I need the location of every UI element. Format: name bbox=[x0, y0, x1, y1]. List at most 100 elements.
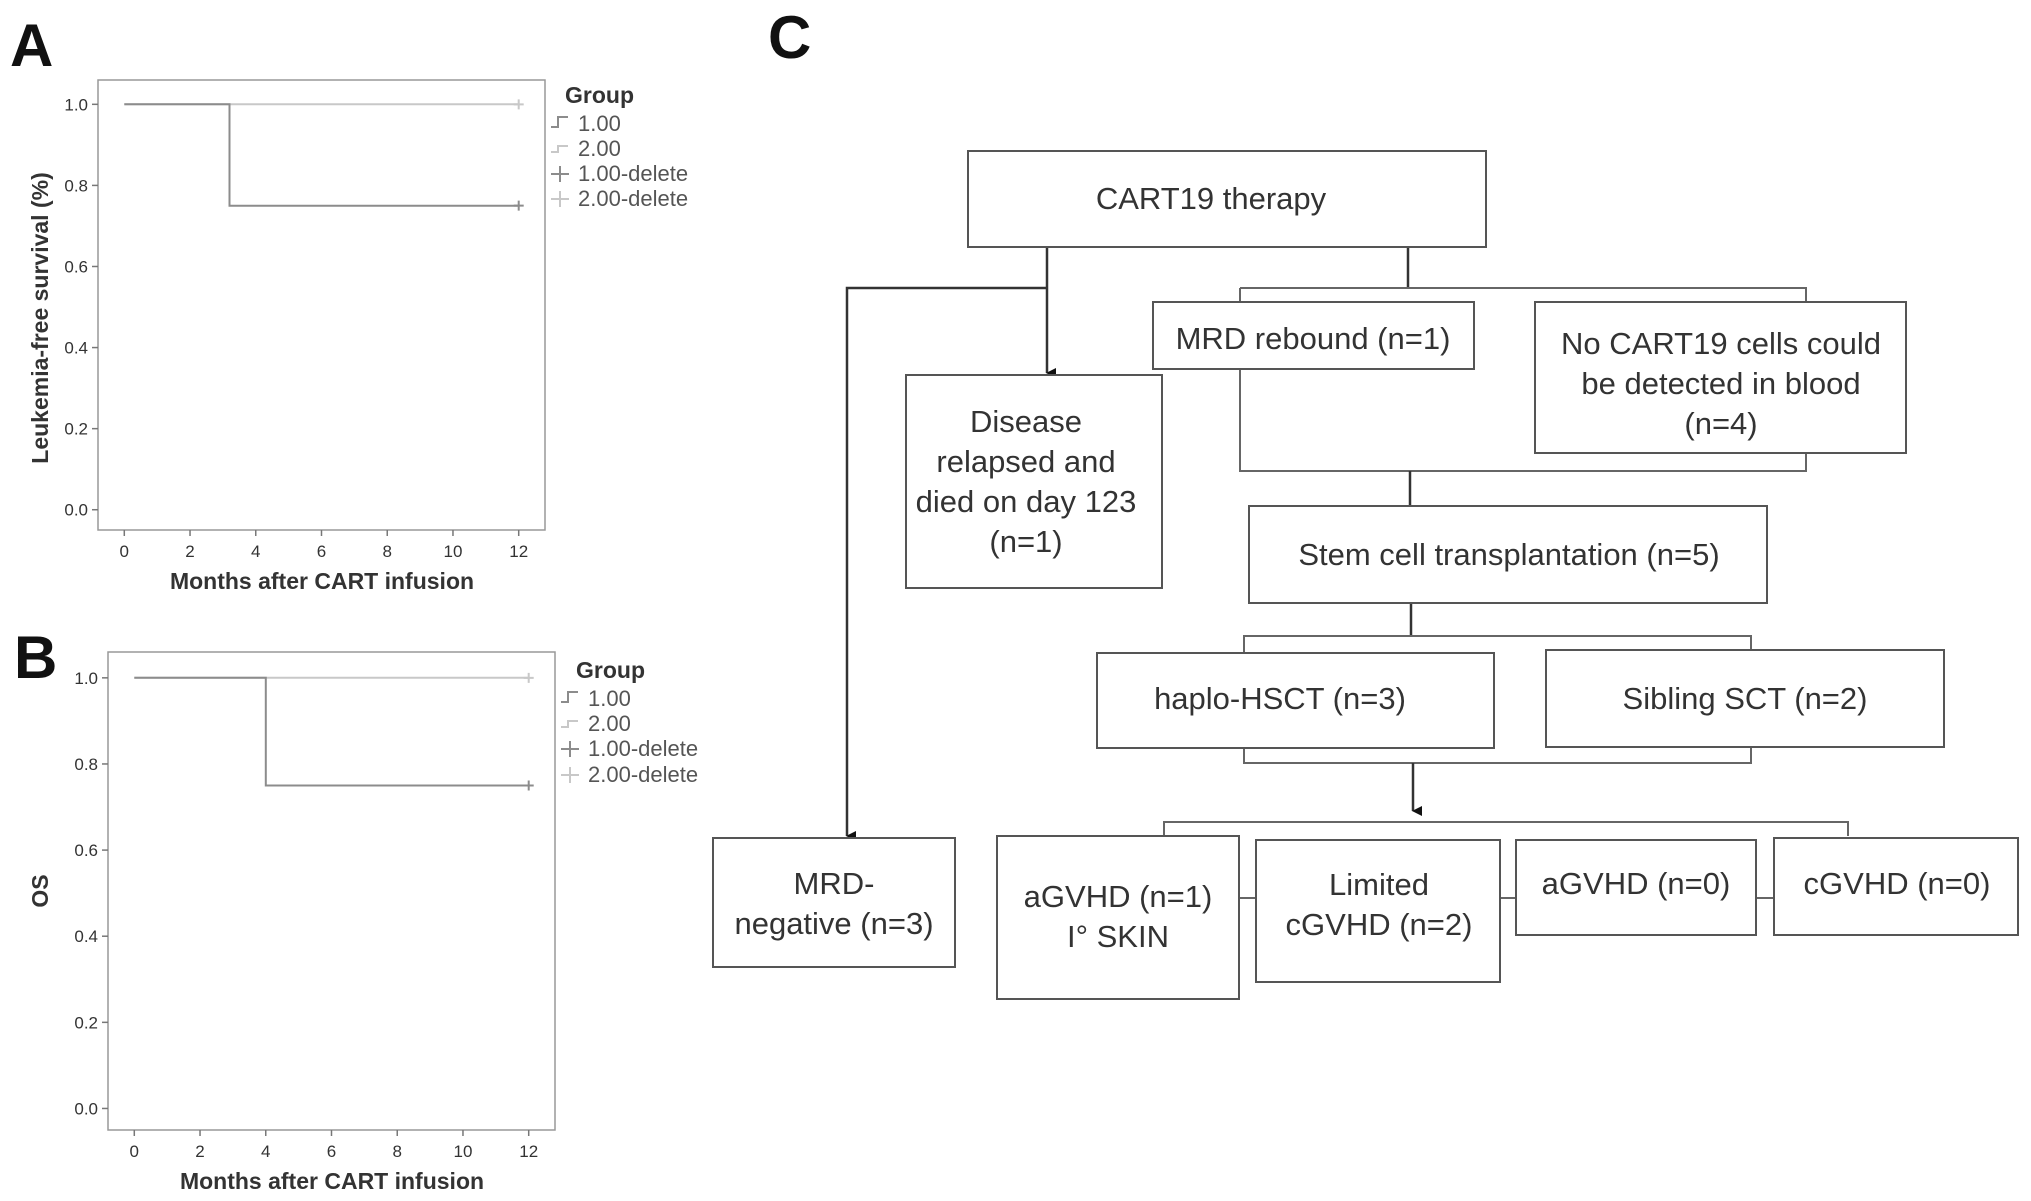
legend-key-step-dark bbox=[551, 116, 568, 128]
arrow-to-mrd-negative bbox=[845, 286, 1047, 841]
legend-key-step-light bbox=[551, 145, 568, 153]
connectors bbox=[845, 247, 1849, 899]
x-tick-label: 6 bbox=[317, 542, 326, 561]
node-mrd-negative: MRD-negative (n=3) bbox=[712, 837, 956, 968]
censor-mark bbox=[513, 200, 524, 211]
node-text-line: (n=4) bbox=[1684, 406, 1757, 441]
plot-frame bbox=[97, 79, 546, 531]
node-text-line: cGVHD (n=0) bbox=[1804, 866, 1991, 901]
x-tick-label: 10 bbox=[444, 542, 463, 561]
panel-label-b: B bbox=[14, 624, 57, 691]
legend-label: 2.00-delete bbox=[578, 186, 688, 211]
node-text-line: Stem cell transplantation (n=5) bbox=[1298, 537, 1719, 572]
plot-frame bbox=[107, 651, 556, 1131]
legend-item: 2.00-delete bbox=[561, 762, 698, 787]
legend: Group 1.00 2.00 1.00-delete 2.00-delete bbox=[561, 657, 698, 787]
node-text-line: I° SKIN bbox=[1067, 919, 1169, 954]
y-tick-label: 0.4 bbox=[64, 339, 88, 358]
node-stem-cell-transplantation: Stem cell transplantation (n=5) bbox=[1248, 505, 1768, 604]
x-axis-label: Months after CART infusion bbox=[180, 1168, 484, 1194]
legend-label: 2.00-delete bbox=[588, 762, 698, 787]
legend-key-censor-light bbox=[561, 767, 579, 783]
y-ticks: 0.0 0.2 0.4 0.6 0.8 1.0 bbox=[64, 95, 98, 520]
y-axis-label: OS bbox=[27, 874, 53, 907]
x-tick-label: 12 bbox=[509, 542, 528, 561]
x-ticks: 0 2 4 6 8 10 12 bbox=[130, 1130, 538, 1161]
legend-title: Group bbox=[576, 657, 645, 683]
x-tick-label: 6 bbox=[327, 1142, 336, 1161]
y-tick-label: 0.2 bbox=[74, 1013, 98, 1032]
y-tick-label: 1.0 bbox=[64, 95, 88, 114]
survival-chart-b: 0.0 0.2 0.4 0.6 0.8 1.0 0 2 4 6 8 10 12 Months afte… bbox=[27, 651, 698, 1194]
legend-item: 2.00 bbox=[551, 136, 621, 161]
legend-label: 1.00 bbox=[578, 111, 621, 136]
x-tick-label: 0 bbox=[130, 1142, 139, 1161]
group-bracket-sct-bottom bbox=[1243, 747, 1752, 764]
node-limited-cgvhd: Limited cGVHD (n=2) bbox=[1255, 839, 1501, 983]
node-text-line: be detected in blood bbox=[1581, 366, 1860, 401]
group-bracket-top bbox=[1240, 287, 1807, 302]
node-agvhd-0: aGVHD (n=0) bbox=[1515, 839, 1757, 936]
y-tick-label: 0.2 bbox=[64, 420, 88, 439]
legend-item: 1.00 bbox=[551, 111, 621, 136]
legend-title: Group bbox=[565, 82, 634, 108]
x-tick-label: 0 bbox=[120, 542, 129, 561]
legend-label: 1.00 bbox=[588, 686, 631, 711]
y-tick-label: 0.6 bbox=[74, 841, 98, 860]
x-tick-label: 2 bbox=[185, 542, 194, 561]
x-axis-label: Months after CART infusion bbox=[170, 568, 474, 594]
group-bracket-gvhd bbox=[1163, 821, 1849, 836]
node-text-line: (n=1) bbox=[989, 524, 1062, 559]
survival-curve bbox=[124, 103, 519, 207]
y-tick-label: 0.0 bbox=[64, 501, 88, 520]
legend-item: 2.00-delete bbox=[551, 186, 688, 211]
node-text-line: aGVHD (n=0) bbox=[1542, 866, 1731, 901]
series-group bbox=[134, 672, 534, 791]
x-tick-label: 12 bbox=[519, 1142, 538, 1161]
legend-key-censor-light bbox=[551, 191, 569, 207]
y-tick-label: 0.8 bbox=[64, 176, 88, 195]
node-text-line: Disease bbox=[970, 404, 1082, 439]
y-ticks: 0.0 0.2 0.4 0.6 0.8 1.0 bbox=[74, 669, 108, 1118]
y-tick-label: 0.8 bbox=[74, 755, 98, 774]
node-text-line: cGVHD (n=2) bbox=[1286, 907, 1473, 942]
legend-item: 1.00-delete bbox=[551, 161, 688, 186]
x-tick-label: 8 bbox=[383, 542, 392, 561]
panel-label-c: C bbox=[768, 4, 811, 71]
x-tick-label: 4 bbox=[261, 1142, 270, 1161]
panel-label-a: A bbox=[10, 12, 53, 79]
legend-label: 1.00-delete bbox=[588, 736, 698, 761]
node-sibling-sct: Sibling SCT (n=2) bbox=[1545, 649, 1945, 748]
node-haplo-hsct: haplo-HSCT (n=3) bbox=[1096, 652, 1495, 749]
x-tick-label: 2 bbox=[195, 1142, 204, 1161]
survival-chart-a: 0.0 0.2 0.4 0.6 0.8 1.0 0 2 4 6 8 10 12 Months afte… bbox=[27, 79, 688, 594]
survival-curve bbox=[134, 676, 529, 787]
y-tick-label: 0.6 bbox=[64, 257, 88, 276]
y-tick-label: 0.0 bbox=[74, 1099, 98, 1118]
y-tick-label: 1.0 bbox=[74, 669, 98, 688]
node-text-line: negative (n=3) bbox=[734, 906, 933, 941]
treatment-flowchart: CART19 therapy MRD rebound (n=1) No CART… bbox=[712, 150, 2019, 1000]
legend-item: 2.00 bbox=[561, 711, 631, 736]
y-tick-label: 0.4 bbox=[74, 927, 98, 946]
node-text-line: CART19 therapy bbox=[1096, 181, 1327, 216]
x-tick-label: 10 bbox=[454, 1142, 473, 1161]
node-agvhd-1: aGVHD (n=1)I° SKIN bbox=[996, 835, 1240, 1000]
x-tick-label: 4 bbox=[251, 542, 260, 561]
x-tick-label: 8 bbox=[393, 1142, 402, 1161]
legend-key-censor-dark bbox=[561, 741, 579, 757]
legend-key-censor-dark bbox=[551, 166, 569, 182]
node-text-line: Limited bbox=[1329, 867, 1429, 902]
node-text-line: Sibling SCT (n=2) bbox=[1623, 681, 1868, 716]
censor-mark bbox=[523, 672, 534, 683]
legend-label: 2.00 bbox=[578, 136, 621, 161]
node-mrd-rebound: MRD rebound (n=1) bbox=[1152, 301, 1475, 370]
legend-key-step-dark bbox=[561, 691, 578, 703]
group-bracket-bottom bbox=[1239, 368, 1807, 472]
x-ticks: 0 2 4 6 8 10 12 bbox=[120, 530, 528, 561]
legend: Group 1.00 2.00 1.00-delete 2.00-delete bbox=[551, 82, 688, 211]
node-text-line: died on day 123 bbox=[916, 484, 1137, 519]
legend-item: 1.00 bbox=[561, 686, 631, 711]
